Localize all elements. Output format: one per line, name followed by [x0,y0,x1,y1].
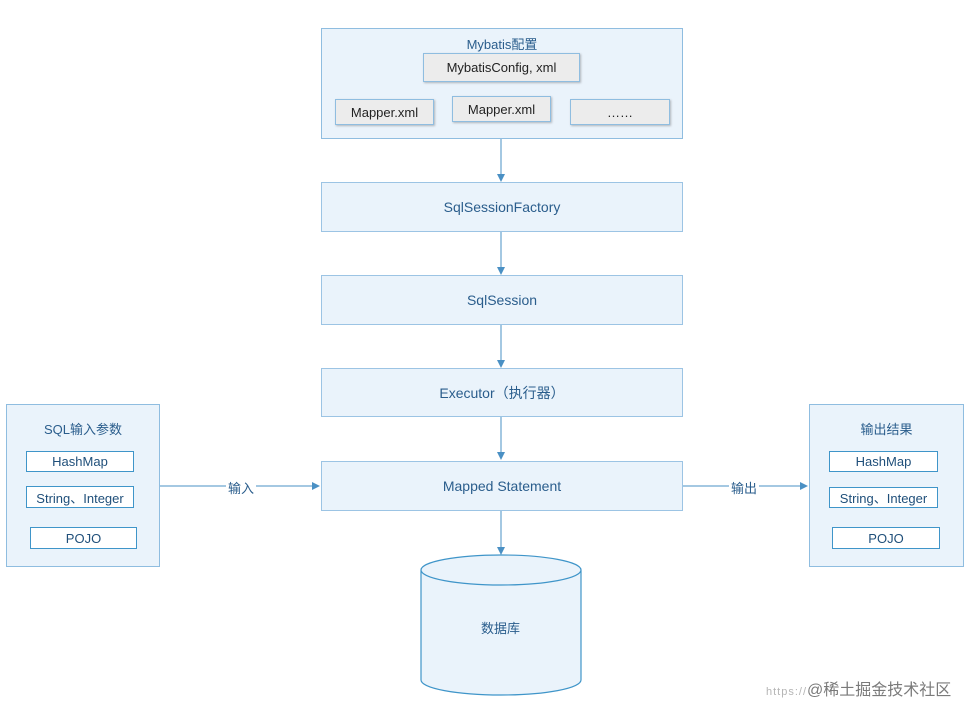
sql-session-factory-node: SqlSessionFactory [321,182,683,232]
sql-session-node: SqlSession [321,275,683,325]
config-group-title: Mybatis配置 [466,37,538,52]
watermark: https://@稀土掘金技术社区 [766,676,951,700]
watermark-url: https:// [766,686,808,698]
input-hashmap: HashMap [26,451,134,472]
input-group-title: SQL输入参数 [43,422,122,437]
executor-node: Executor（执行器） [321,368,683,417]
mapper-file-1: Mapper.xml [335,99,434,125]
watermark-text: @稀土掘金技术社区 [807,682,952,699]
database-label: 数据库 [481,621,521,636]
output-string-integer: String、Integer [829,487,938,508]
output-group-title: 输出结果 [860,422,913,437]
mapper-file-2: Mapper.xml [452,96,551,122]
output-pojo: POJO [832,527,940,549]
mapped-statement-node: Mapped Statement [321,461,683,511]
input-pojo: POJO [30,527,137,549]
output-hashmap: HashMap [829,451,938,472]
output-edge-label: 输出 [729,478,760,497]
database-cylinder [420,554,582,696]
config-main-file: MybatisConfig, xml [423,53,580,82]
input-edge-label: 输入 [226,478,257,497]
mapper-file-more: …… [570,99,670,125]
input-string-integer: String、Integer [26,486,134,508]
